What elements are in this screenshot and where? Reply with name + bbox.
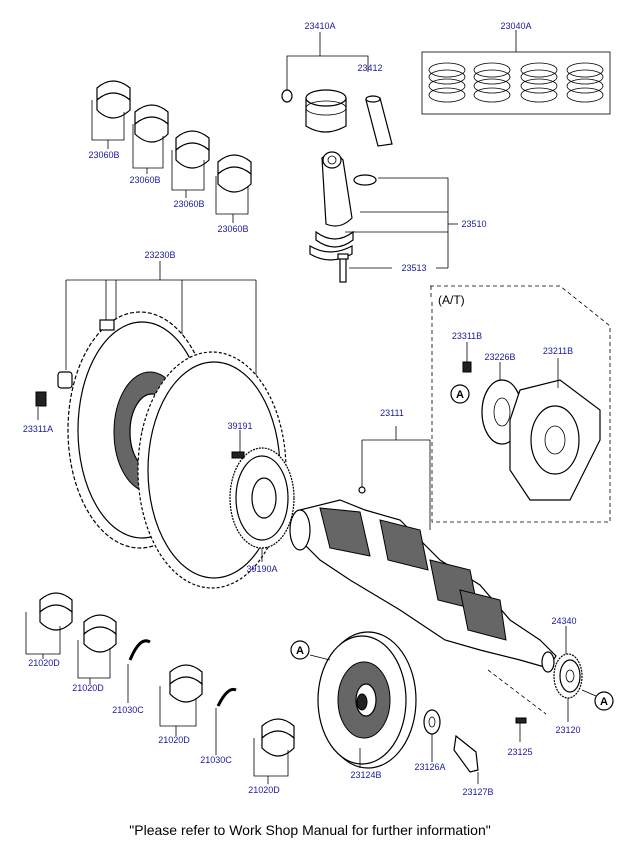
- piston-assembly[interactable]: [281, 32, 393, 147]
- callout-a-label: A: [600, 696, 608, 708]
- callout-a-pulley: A: [290, 640, 310, 660]
- label-23311A[interactable]: 23311A: [23, 424, 53, 434]
- pulley-washer[interactable]: [423, 709, 441, 762]
- label-21020D-2[interactable]: 21020D: [72, 683, 104, 693]
- label-23120[interactable]: 23120: [555, 725, 580, 735]
- label-23124B[interactable]: 23124B: [350, 770, 381, 780]
- label-at-group: (A/T): [438, 293, 465, 307]
- label-23125[interactable]: 23125: [507, 747, 532, 757]
- label-23060B-4[interactable]: 23060B: [217, 224, 248, 234]
- label-39190A[interactable]: 39190A: [246, 564, 277, 574]
- label-39191[interactable]: 39191: [227, 421, 252, 431]
- label-24340[interactable]: 24340: [551, 616, 576, 626]
- callout-a-at: A: [450, 384, 470, 404]
- label-23127B[interactable]: 23127B: [462, 787, 493, 797]
- label-23510[interactable]: 23510: [461, 219, 486, 229]
- automatic-transmission-group[interactable]: [430, 285, 611, 523]
- main-bearing-upper[interactable]: [91, 80, 252, 223]
- label-23060B-1[interactable]: 23060B: [88, 150, 119, 160]
- piston-ring-set[interactable]: [421, 30, 611, 115]
- ring-gear[interactable]: [229, 430, 295, 562]
- label-21030C-1[interactable]: 21030C: [112, 705, 144, 715]
- footer-note: "Please refer to Work Shop Manual for fu…: [129, 822, 491, 838]
- label-23410A[interactable]: 23410A: [304, 21, 335, 31]
- label-23311B[interactable]: 23311B: [452, 331, 482, 341]
- label-23126A[interactable]: 23126A: [414, 762, 445, 772]
- label-23513[interactable]: 23513: [401, 263, 426, 273]
- label-23226B[interactable]: 23226B: [484, 352, 515, 362]
- callout-a-label: A: [296, 645, 304, 657]
- callout-a-label: A: [456, 389, 464, 401]
- crankshaft-key[interactable]: [515, 717, 527, 742]
- connecting-rod[interactable]: [309, 151, 458, 283]
- label-23040A[interactable]: 23040A: [500, 21, 531, 31]
- crankshaft-sprocket[interactable]: [487, 626, 597, 722]
- label-23060B-3[interactable]: 23060B: [173, 199, 204, 209]
- label-21020D-1[interactable]: 21020D: [28, 658, 60, 668]
- label-21030C-2[interactable]: 21030C: [200, 755, 232, 765]
- callout-a-sprocket: A: [594, 691, 614, 711]
- main-bearing-lower[interactable]: [25, 592, 295, 784]
- crankshaft[interactable]: [289, 426, 557, 673]
- crankshaft-damper-pulley[interactable]: [309, 631, 417, 769]
- label-23060B-2[interactable]: 23060B: [129, 175, 160, 185]
- label-23230B[interactable]: 23230B: [144, 250, 175, 260]
- label-23412[interactable]: 23412: [357, 63, 382, 73]
- pulley-bolt[interactable]: [453, 734, 479, 784]
- label-21020D-4[interactable]: 21020D: [248, 785, 280, 795]
- label-23111[interactable]: 23111: [380, 408, 404, 418]
- label-21020D-3[interactable]: 21020D: [158, 735, 190, 745]
- label-23211B[interactable]: 23211B: [543, 346, 573, 356]
